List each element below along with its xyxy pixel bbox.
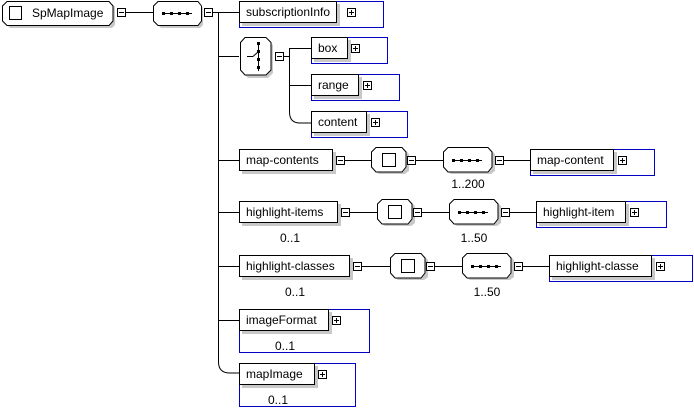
highlight-items-sequence-cardinality: 1..50	[460, 231, 488, 245]
image-format-element[interactable]: imageFormat	[239, 309, 329, 331]
map-image-expand-toggle[interactable]	[318, 370, 327, 379]
subscription-info-expand-toggle[interactable]	[347, 8, 356, 17]
highlight-items-collapse-toggle[interactable]	[341, 208, 350, 217]
map-contents-sequence-toggle[interactable]	[495, 156, 504, 165]
box-element[interactable]: box	[311, 37, 348, 59]
highlight-classes-sequence	[462, 253, 514, 280]
highlight-classes-collapse-toggle[interactable]	[353, 262, 362, 271]
map-image-cardinality: 0..1	[267, 393, 288, 407]
choice-collapse-toggle[interactable]	[275, 52, 284, 61]
element-icon	[9, 6, 22, 20]
highlight-items-element[interactable]: highlight-items	[239, 201, 338, 223]
highlight-items-type-toggle[interactable]	[413, 208, 422, 217]
box-expand-toggle[interactable]	[351, 44, 360, 53]
range-expand-toggle[interactable]	[363, 81, 372, 90]
image-format-expand-toggle[interactable]	[332, 316, 341, 325]
highlight-classes-type-toggle[interactable]	[426, 262, 435, 271]
highlight-item-expand-toggle[interactable]	[630, 208, 639, 217]
range-element[interactable]: range	[311, 74, 359, 96]
highlight-items-cardinality: 0..1	[279, 231, 300, 245]
highlight-classe-element[interactable]: highlight-classe	[549, 255, 652, 277]
highlight-classes-sequence-toggle[interactable]	[514, 262, 523, 271]
map-contents-collapse-toggle[interactable]	[336, 156, 345, 165]
sequence-compositor	[153, 1, 203, 28]
root-element-label[interactable]: SpMapImage	[32, 6, 104, 20]
content-expand-toggle[interactable]	[371, 118, 380, 127]
highlight-items-complex-type	[377, 199, 415, 226]
root-collapse-toggle[interactable]	[117, 8, 126, 17]
highlight-classes-element[interactable]: highlight-classes	[239, 255, 350, 277]
choice-compositor	[240, 37, 273, 78]
highlight-classes-complex-type	[390, 253, 428, 280]
highlight-items-sequence-toggle[interactable]	[501, 208, 510, 217]
highlight-classe-expand-toggle[interactable]	[656, 262, 665, 271]
highlight-items-sequence	[449, 199, 501, 226]
subscription-info-element[interactable]: subscriptionInfo	[239, 1, 338, 23]
content-element[interactable]: content	[311, 111, 367, 133]
highlight-item-element[interactable]: highlight-item	[536, 201, 626, 223]
map-contents-type-toggle[interactable]	[407, 156, 416, 165]
sequence-collapse-toggle[interactable]	[204, 8, 213, 17]
map-contents-complex-type	[371, 147, 409, 174]
map-image-element[interactable]: mapImage	[239, 363, 315, 385]
map-contents-sequence	[443, 147, 495, 174]
highlight-classes-sequence-cardinality: 1..50	[473, 285, 501, 299]
image-format-cardinality: 0..1	[274, 339, 295, 353]
map-content-expand-toggle[interactable]	[618, 156, 627, 165]
map-content-element[interactable]: map-content	[530, 149, 614, 171]
highlight-classes-cardinality: 0..1	[284, 285, 305, 299]
root-element-shape	[2, 1, 115, 28]
map-contents-sequence-cardinality: 1..200	[451, 177, 485, 191]
map-contents-element[interactable]: map-contents	[239, 149, 333, 171]
